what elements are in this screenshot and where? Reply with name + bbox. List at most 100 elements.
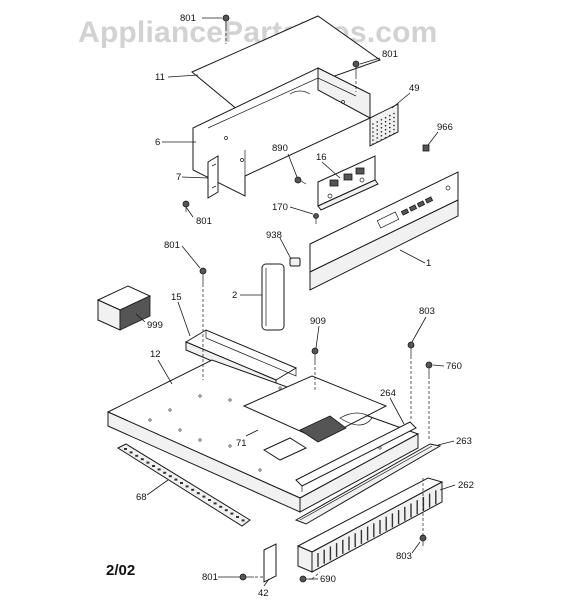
grille-dot xyxy=(380,139,383,141)
grille-dot xyxy=(393,128,395,131)
rail-dot xyxy=(140,458,144,461)
part-262-kick-panel[interactable] xyxy=(296,477,444,573)
grille-dot xyxy=(384,124,387,127)
label-11: 11 xyxy=(155,72,165,83)
grille-dot xyxy=(376,125,379,127)
rail-dot xyxy=(202,495,206,498)
grille-dot xyxy=(389,122,391,125)
part-42-small-bracket[interactable] xyxy=(263,543,277,583)
screw-890[interactable] xyxy=(294,176,307,185)
part-68-rail[interactable] xyxy=(116,443,251,527)
rail-dot xyxy=(185,485,189,488)
label-1: 1 xyxy=(426,258,431,269)
screw-760[interactable] xyxy=(425,361,433,376)
rail-dot xyxy=(157,468,161,471)
label-801-right: 801 xyxy=(382,49,398,60)
label-68: 68 xyxy=(136,492,147,503)
grille-dot xyxy=(376,137,379,139)
label-264: 264 xyxy=(380,388,396,399)
base-hole xyxy=(198,394,202,398)
screw-801-top[interactable] xyxy=(222,14,230,28)
part-938-clip[interactable] xyxy=(289,257,301,267)
grille-dot xyxy=(393,120,395,123)
screw-803-top[interactable] xyxy=(407,341,415,356)
grille-dot xyxy=(389,118,391,121)
callout-leader-lines xyxy=(135,17,456,587)
grille-dot xyxy=(372,139,374,141)
part-2-end-cap[interactable] xyxy=(261,263,285,331)
rail-dot xyxy=(196,492,200,495)
rail-dot xyxy=(230,512,234,515)
label-2: 2 xyxy=(232,290,237,301)
grille-dot xyxy=(393,124,395,127)
label-803-bottom: 803 xyxy=(396,551,412,562)
part-49-grille[interactable] xyxy=(369,103,399,147)
grille-dot xyxy=(384,136,387,139)
screw-170[interactable] xyxy=(313,213,319,225)
part-16-control-board[interactable] xyxy=(317,155,379,211)
label-71: 71 xyxy=(236,438,247,449)
base-hole xyxy=(228,444,232,448)
rail-dot xyxy=(152,465,155,467)
label-801-mid: 801 xyxy=(164,240,180,251)
screw-801-right[interactable] xyxy=(352,60,360,76)
label-999: 999 xyxy=(147,320,163,331)
label-890: 890 xyxy=(272,143,288,154)
base-hole xyxy=(168,408,172,412)
label-263: 263 xyxy=(456,436,472,447)
label-801-bottom: 801 xyxy=(202,572,218,583)
label-170: 170 xyxy=(272,202,288,213)
grille-dot xyxy=(389,126,391,129)
grille-dot xyxy=(372,131,374,133)
part-999-box[interactable] xyxy=(96,285,152,331)
base-hole xyxy=(278,386,282,390)
label-7: 7 xyxy=(176,172,181,183)
label-6: 6 xyxy=(155,137,160,148)
grille-dot xyxy=(376,141,379,143)
rail-dot xyxy=(208,499,211,501)
rail-dot xyxy=(213,502,217,505)
rail-dot xyxy=(241,519,245,522)
part-7-bracket[interactable] xyxy=(207,155,219,199)
grille-dot xyxy=(389,114,391,117)
grille-dot xyxy=(389,134,391,137)
base-hole xyxy=(198,438,202,442)
label-42: 42 xyxy=(258,588,269,599)
label-690: 690 xyxy=(320,574,336,585)
rail-dot xyxy=(224,509,228,512)
label-803-top: 803 xyxy=(419,306,435,317)
label-16: 16 xyxy=(316,152,327,163)
rail-dot xyxy=(191,488,195,491)
grille-dot xyxy=(384,116,387,119)
grille-dot xyxy=(384,120,387,123)
part-6-housing[interactable] xyxy=(192,67,371,197)
rail-dot xyxy=(135,454,139,457)
screw-803-bottom[interactable] xyxy=(419,534,427,546)
grille-dot xyxy=(376,129,379,131)
rail-dot xyxy=(180,482,183,484)
screw-909[interactable] xyxy=(311,347,319,362)
part-number-labels: 801 11 801 49 966 6 7 890 16 170 801 938… xyxy=(136,13,474,599)
screw-966[interactable] xyxy=(422,144,430,152)
grille-dot xyxy=(380,135,383,137)
grille-dot xyxy=(384,128,387,131)
grille-dot xyxy=(376,133,379,135)
part-264-trim-strip[interactable] xyxy=(295,421,417,492)
grille-dot xyxy=(393,116,395,119)
label-909: 909 xyxy=(310,316,326,327)
rail-dot xyxy=(174,478,178,481)
label-262: 262 xyxy=(458,480,474,491)
screw-801-mid[interactable] xyxy=(199,267,207,284)
date-code: 2/02 xyxy=(106,562,136,579)
screw-801-bottom[interactable] xyxy=(239,573,254,581)
part-263-vent-trim[interactable] xyxy=(294,443,442,525)
grille-dot xyxy=(389,130,391,133)
grille-dot xyxy=(372,127,374,129)
label-801-top: 801 xyxy=(180,13,196,24)
part-12-base[interactable] xyxy=(106,359,420,513)
label-760: 760 xyxy=(446,361,462,372)
rail-dot xyxy=(146,461,150,464)
label-12: 12 xyxy=(150,349,161,360)
part-1-control-panel[interactable] xyxy=(309,171,459,291)
